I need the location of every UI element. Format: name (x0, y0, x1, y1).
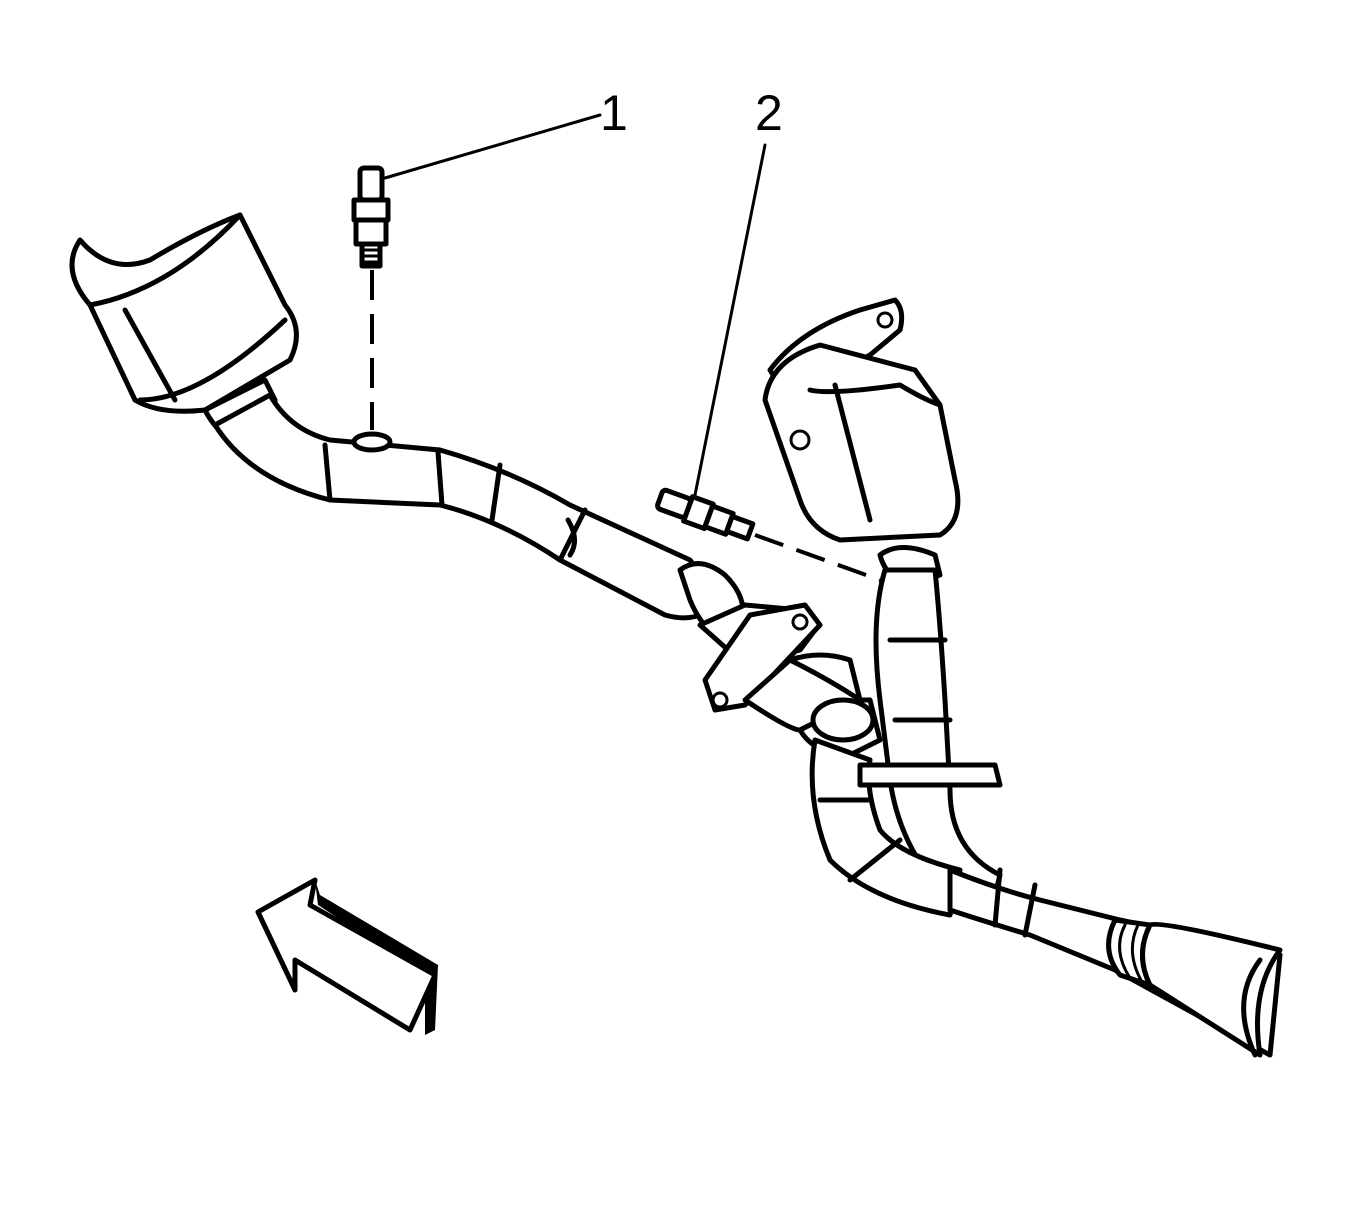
oxygen-sensor-1 (351, 165, 391, 269)
center-flange-converter (697, 602, 883, 758)
front-direction-arrow-icon (255, 877, 438, 1035)
right-down-pipe (809, 567, 1003, 918)
callout-2-leader (693, 143, 767, 497)
front-exhaust-pipe (212, 392, 746, 643)
oxygen-sensor-2 (655, 487, 756, 542)
callout-label-2: 2 (755, 85, 783, 141)
right-catalytic-converter (762, 297, 961, 588)
sensor-2-install-line (754, 533, 881, 582)
callout-1-leader (383, 113, 602, 180)
callout-label-1: 1 (600, 85, 628, 141)
rear-exhaust-pipe (947, 867, 1283, 1058)
